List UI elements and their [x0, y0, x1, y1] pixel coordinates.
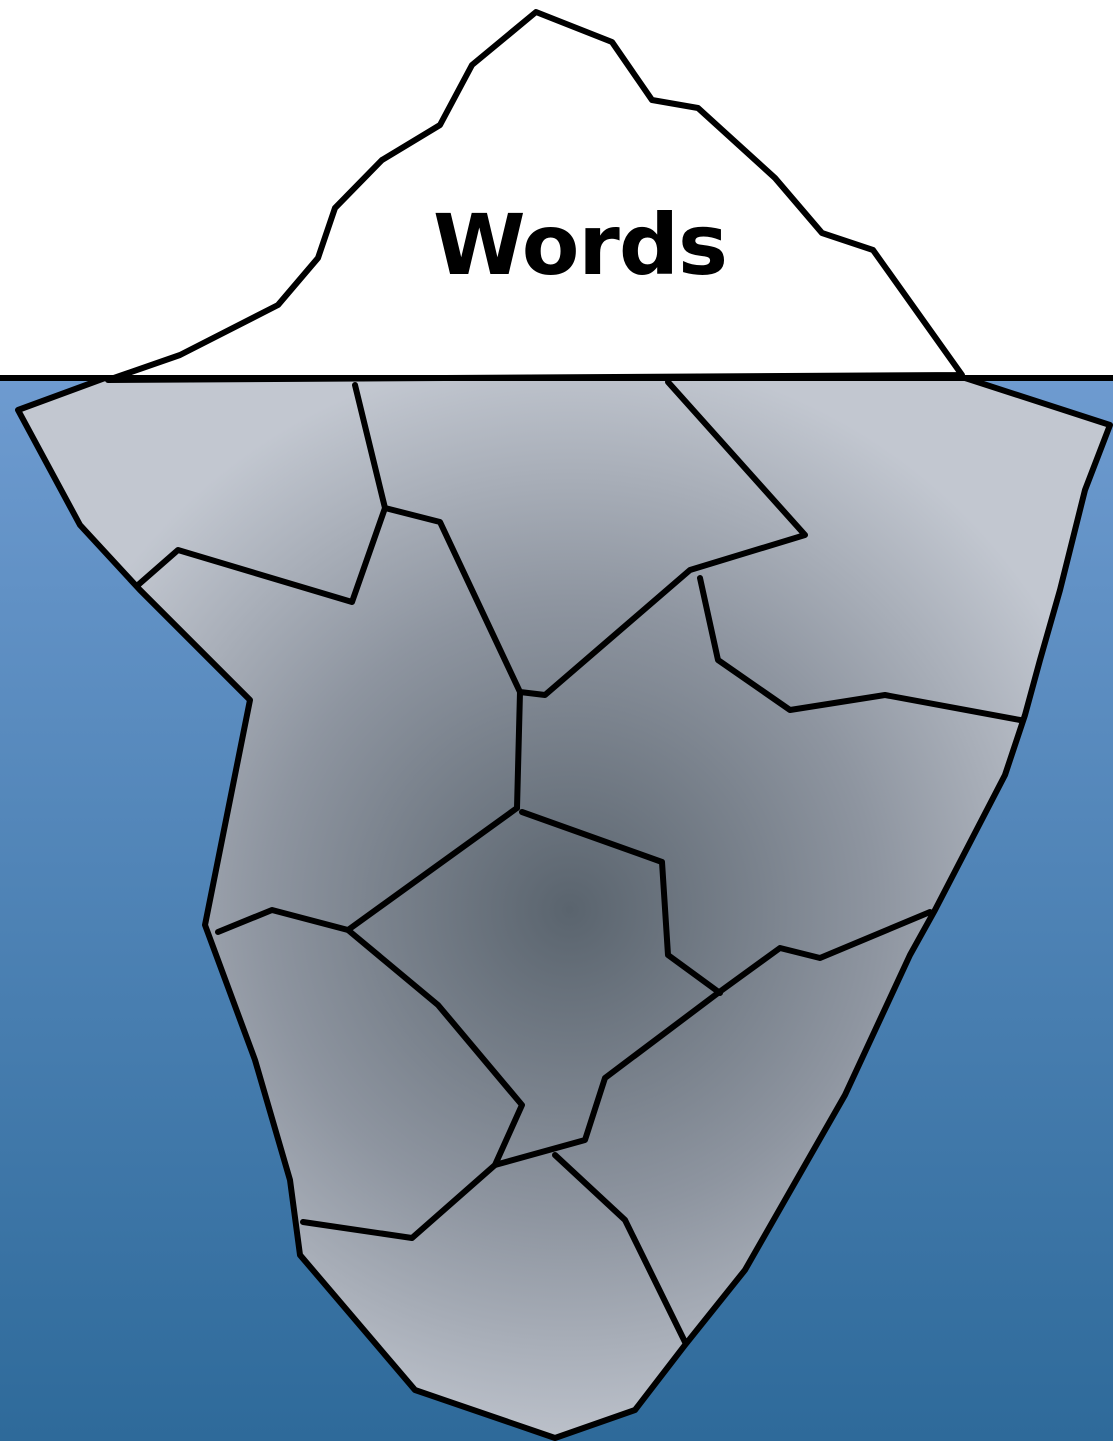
- tip-label: Words: [380, 195, 780, 295]
- crack-3: [517, 692, 520, 808]
